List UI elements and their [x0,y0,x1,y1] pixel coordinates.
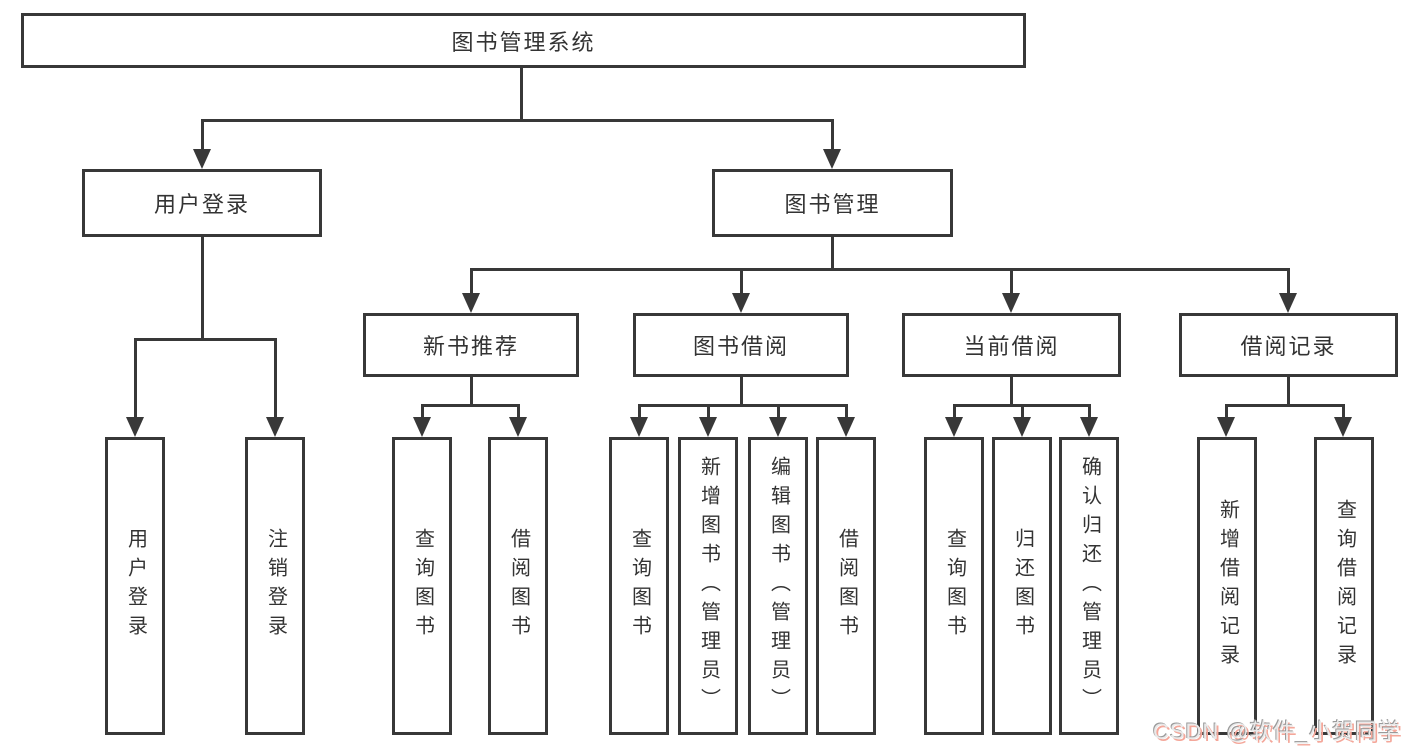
node-book-borrowing-label: 图书借阅 [692,334,789,359]
connector-hline [639,404,847,407]
connector-lvl3-drop [740,268,743,294]
arrow-down-icon [462,293,480,313]
leaf-user-login-label: 用户登录 [124,528,147,644]
connector-user-login-stem [201,235,204,339]
leaf-add-borrow-record-label: 新增借阅记录 [1216,499,1239,673]
node-user-login: 用户登录 [82,169,322,237]
node-library-system-label: 图书管理系统 [451,29,596,55]
arrow-down-icon [699,417,717,437]
connector-book-mgmt-stem [831,235,834,269]
leaf-borrow-books-label: 借阅图书 [835,528,858,644]
arrow-down-icon [413,417,431,437]
leaf-borrow-books: 借阅图书 [816,437,876,735]
connector-book-mgmt-hline [470,268,1290,271]
node-current-borrowing-label: 当前借阅 [963,334,1060,359]
node-current-borrowing: 当前借阅 [902,313,1121,377]
leaf-query-books-borrowing: 查询图书 [609,437,669,735]
csdn-watermark: CSDN @软件_小贺同学 [1152,719,1401,744]
arrow-down-icon [1013,417,1031,437]
leaf-query-books-current: 查询图书 [924,437,984,735]
arrow-down-icon [1334,417,1352,437]
arrow-down-icon [837,417,855,437]
connector-leaf-drop [638,404,641,418]
leaf-query-borrow-record: 查询借阅记录 [1314,437,1374,735]
connector-root-hline [201,119,833,122]
connector-hline [1226,404,1345,407]
leaf-logout: 注销登录 [245,437,305,735]
connector-leaf-drop [1225,404,1228,418]
leaf-add-borrow-record: 新增借阅记录 [1197,437,1257,735]
leaf-user-login: 用户登录 [105,437,165,735]
node-new-book-recommendation-label: 新书推荐 [422,334,519,359]
connector-user-login-hline [134,338,277,341]
arrow-down-icon [945,417,963,437]
connector-stem [1010,375,1013,406]
connector-leaf-drop [953,404,956,418]
leaf-confirm-return-admin: 确认归还（管理员） [1059,437,1119,735]
connector-leaf-drop [777,404,780,418]
connector-leaf-drop [1021,404,1024,418]
leaf-confirm-return-admin-label: 确认归还（管理员） [1078,455,1101,717]
connector-leaf-drop [274,338,277,418]
arrow-down-icon [732,293,750,313]
leaf-edit-book-admin: 编辑图书（管理员） [748,437,808,735]
connector-leaf-drop [845,404,848,418]
arrow-down-icon [1279,293,1297,313]
arrow-down-icon [1002,293,1020,313]
leaf-borrow-books-recommend-label: 借阅图书 [507,528,530,644]
leaf-add-book-admin: 新增图书（管理员） [678,437,738,735]
node-new-book-recommendation: 新书推荐 [363,313,579,377]
leaf-query-books-current-label: 查询图书 [943,528,966,644]
connector-hline [422,404,520,407]
node-borrowing-records: 借阅记录 [1179,313,1398,377]
leaf-query-books-borrowing-label: 查询图书 [628,528,651,644]
node-user-login-label: 用户登录 [153,192,250,217]
node-book-borrowing: 图书借阅 [633,313,849,377]
connector-leaf-drop [421,404,424,418]
leaf-query-borrow-record-label: 查询借阅记录 [1333,499,1356,673]
arrow-down-icon [266,417,284,437]
leaf-query-books-recommend-label: 查询图书 [411,528,434,644]
node-book-management-label: 图书管理 [784,192,881,217]
leaf-edit-book-admin-label: 编辑图书（管理员） [767,455,790,717]
connector-book-mgmt-drop [831,119,834,151]
arrow-down-icon [823,149,841,169]
connector-lvl3-drop [1287,268,1290,294]
arrow-down-icon [769,417,787,437]
arrow-down-icon [1217,417,1235,437]
connector-lvl3-drop [1010,268,1013,294]
connector-stem [740,375,743,406]
leaf-return-books-label: 归还图书 [1011,528,1034,644]
leaf-borrow-books-recommend: 借阅图书 [488,437,548,735]
connector-root-stem [520,66,523,120]
arrow-down-icon [126,417,144,437]
connector-stem [1287,375,1290,406]
connector-stem [470,375,473,406]
connector-leaf-drop [517,404,520,418]
connector-leaf-drop [1088,404,1091,418]
leaf-add-book-admin-label: 新增图书（管理员） [697,455,720,717]
connector-user-login-drop [201,119,204,151]
leaf-logout-label: 注销登录 [264,528,287,644]
arrow-down-icon [193,149,211,169]
arrow-down-icon [630,417,648,437]
node-borrowing-records-label: 借阅记录 [1240,334,1337,359]
arrow-down-icon [509,417,527,437]
connector-lvl3-drop [470,268,473,294]
connector-leaf-drop [707,404,710,418]
leaf-query-books-recommend: 查询图书 [392,437,452,735]
node-library-system: 图书管理系统 [21,13,1026,68]
arrow-down-icon [1080,417,1098,437]
node-book-management: 图书管理 [712,169,953,237]
leaf-return-books: 归还图书 [992,437,1052,735]
connector-leaf-drop [1342,404,1345,418]
connector-leaf-drop [134,338,137,418]
